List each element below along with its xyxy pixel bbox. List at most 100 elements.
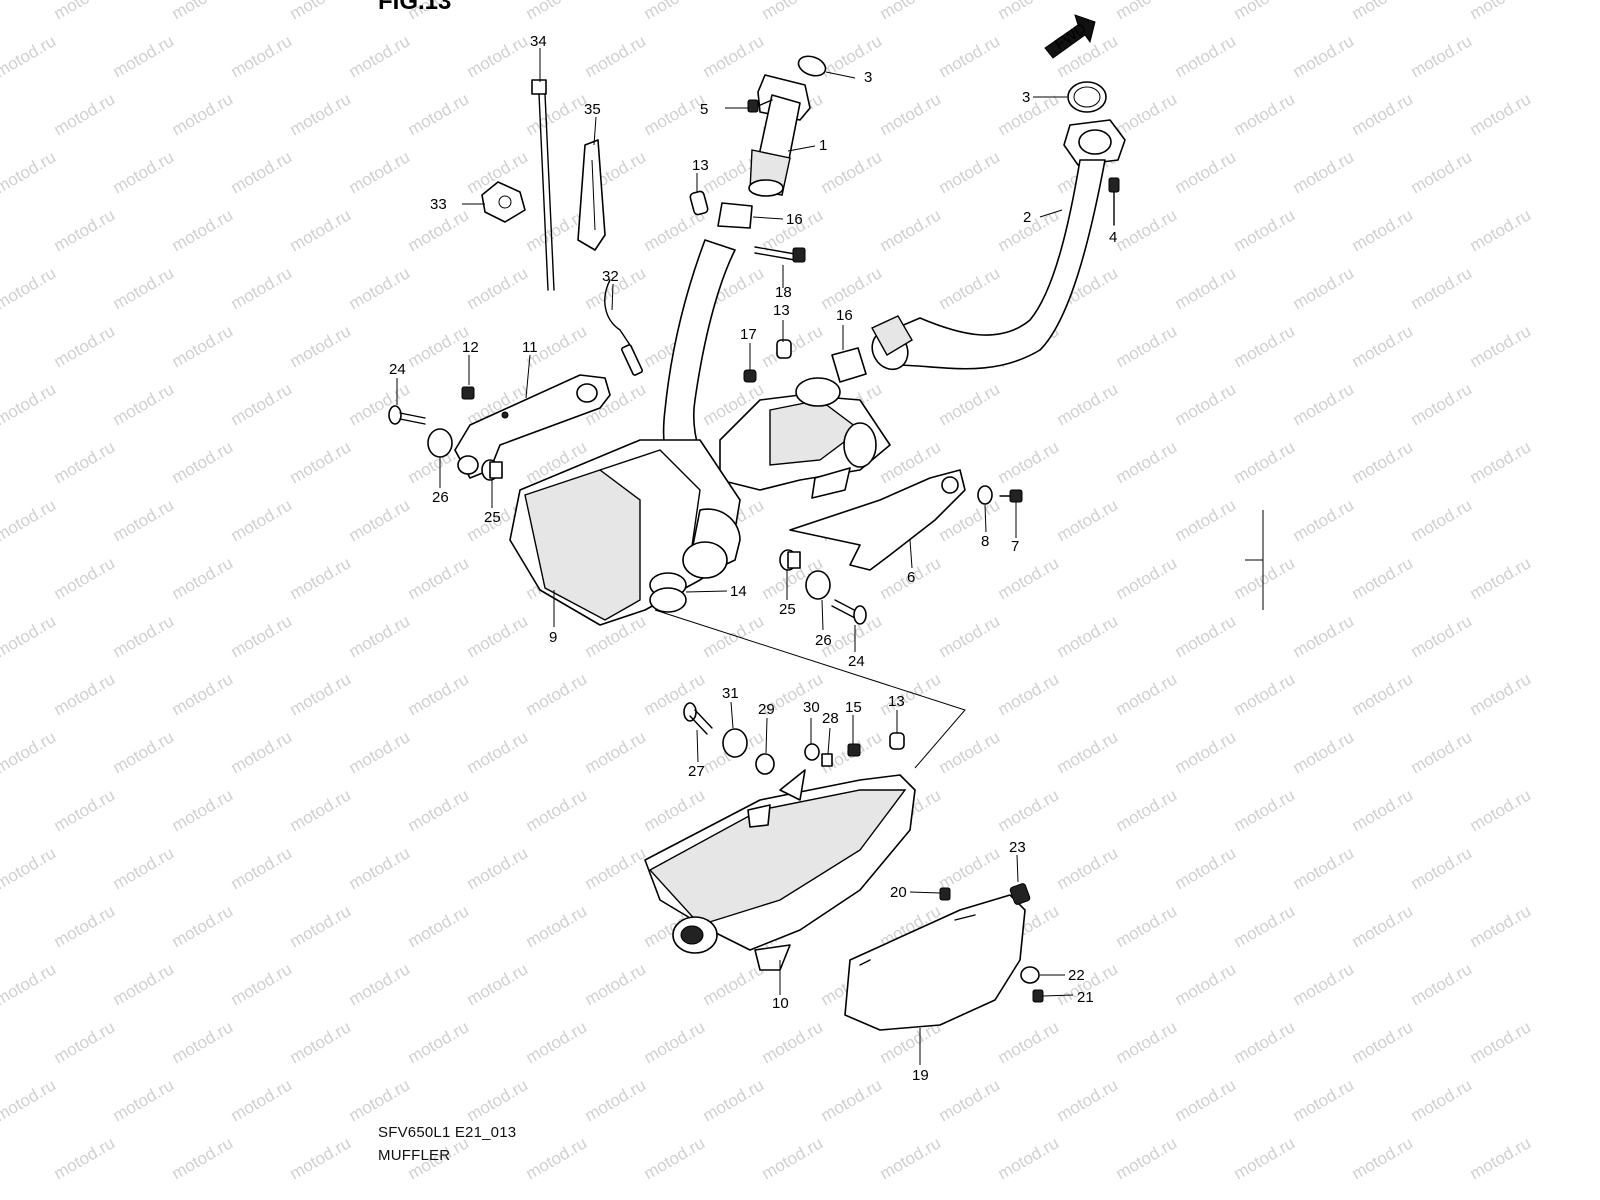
leader-lines	[396, 48, 1074, 1065]
watermark-text: motod.ru	[0, 843, 59, 893]
callout-10: 10	[772, 995, 789, 1012]
callout-30: 30	[803, 699, 820, 716]
watermark-text: motod.ru	[1290, 379, 1358, 429]
watermark-text: motod.ru	[169, 0, 237, 23]
callout-23: 23	[1009, 839, 1026, 856]
watermark-text: motod.ru	[169, 1017, 237, 1067]
watermark-text: motod.ru	[641, 1133, 709, 1183]
watermark-text: motod.ru	[1231, 785, 1299, 835]
callout-17: 17	[740, 326, 757, 343]
watermark-text: motod.ru	[1113, 669, 1181, 719]
watermark-text: motod.ru	[523, 89, 591, 139]
part-16-sleeve-middle	[831, 347, 867, 383]
watermark-text: motod.ru	[110, 495, 178, 545]
watermark-text: motod.ru	[169, 321, 237, 371]
watermark-text: motod.ru	[110, 147, 178, 197]
watermark-text: motod.ru	[818, 1075, 886, 1125]
watermark-text: motod.ru	[169, 1133, 237, 1183]
watermark-text: motod.ru	[523, 669, 591, 719]
watermark-text: motod.ru	[1467, 1017, 1535, 1067]
watermark-text: motod.ru	[1113, 553, 1181, 603]
watermark-text: motod.ru	[228, 495, 296, 545]
watermark-text: motod.ru	[287, 205, 355, 255]
watermark-text: motod.ru	[51, 785, 119, 835]
part-1-exhaust-pipe-section	[748, 74, 811, 197]
callout-32: 32	[602, 268, 619, 285]
watermark-text: motod.ru	[169, 205, 237, 255]
callout-35: 35	[584, 101, 601, 118]
watermark-text: motod.ru	[1231, 0, 1299, 23]
watermark-text: motod.ru	[110, 611, 178, 661]
watermark-text: motod.ru	[995, 0, 1063, 23]
watermark-text: motod.ru	[1113, 1017, 1181, 1067]
watermark-text: motod.ru	[1290, 611, 1358, 661]
callout-11: 11	[522, 339, 538, 356]
watermark-text: motod.ru	[405, 901, 473, 951]
watermark-text: motod.ru	[464, 263, 532, 313]
watermark-text: motod.ru	[936, 727, 1004, 777]
callout-25-right: 25	[779, 601, 796, 618]
watermark-text: motod.ru	[0, 959, 59, 1009]
watermark-text: motod.ru	[759, 1017, 827, 1067]
part-27-bolt	[683, 702, 713, 735]
watermark-text: motod.ru	[582, 843, 650, 893]
watermark-text: motod.ru	[0, 147, 59, 197]
watermark-text: motod.ru	[1113, 321, 1181, 371]
callout-31: 31	[722, 685, 739, 702]
part-17-bolt	[743, 369, 757, 383]
watermark-text: motod.ru	[228, 379, 296, 429]
watermark-text: motod.ru	[1467, 553, 1535, 603]
fwd-arrow-icon	[1044, 14, 1096, 59]
watermark-text: motod.ru	[346, 611, 414, 661]
watermark-text: motod.ru	[1467, 89, 1535, 139]
watermark-text: motod.ru	[877, 0, 945, 23]
watermark-text: motod.ru	[641, 0, 709, 23]
part-25-collar-left	[481, 459, 503, 481]
watermark-text: motod.ru	[1172, 1075, 1240, 1125]
watermark-text: motod.ru	[582, 1075, 650, 1125]
watermark-text: motod.ru	[1408, 1075, 1476, 1125]
watermark-text: motod.ru	[287, 321, 355, 371]
callout-6: 6	[907, 569, 915, 586]
watermark-text: motod.ru	[1349, 321, 1417, 371]
part-14-gasket	[649, 572, 687, 613]
watermark-text: motod.ru	[1467, 901, 1535, 951]
watermark-text: motod.ru	[346, 379, 414, 429]
watermark-text: motod.ru	[1113, 205, 1181, 255]
watermark-text: motod.ru	[1172, 147, 1240, 197]
watermark-text: motod.ru	[464, 843, 532, 893]
watermark-text: motod.ru	[51, 437, 119, 487]
part-28-nut	[821, 753, 833, 767]
part-18-bolt	[754, 246, 806, 263]
watermark-text: motod.ru	[228, 843, 296, 893]
watermark-text: motod.ru	[1231, 321, 1299, 371]
watermark-text: motod.ru	[1349, 901, 1417, 951]
watermark-text: motod.ru	[1408, 959, 1476, 1009]
callout-14: 14	[730, 583, 747, 600]
part-13-spacer-lower	[889, 732, 905, 750]
watermark-text: motod.ru	[287, 553, 355, 603]
watermark-text: motod.ru	[1113, 437, 1181, 487]
watermark-text: motod.ru	[110, 727, 178, 777]
watermark-text: motod.ru	[405, 785, 473, 835]
callout-1: 1	[819, 137, 827, 154]
watermark-text: motod.ru	[582, 959, 650, 1009]
watermark-text: motod.ru	[1290, 727, 1358, 777]
watermark-text: motod.ru	[818, 31, 886, 81]
watermark-text: motod.ru	[700, 959, 768, 1009]
watermark-text: motod.ru	[464, 727, 532, 777]
watermark-text: motod.ru	[523, 1133, 591, 1183]
watermark-text: motod.ru	[1172, 495, 1240, 545]
part-30-washer	[804, 743, 820, 761]
part-32-sensor	[604, 279, 644, 376]
watermark-text: motod.ru	[287, 89, 355, 139]
callout-16-upper: 16	[786, 211, 803, 228]
watermark-text: motod.ru	[700, 31, 768, 81]
watermark-text: motod.ru	[1290, 147, 1358, 197]
watermark-text: motod.ru	[995, 1017, 1063, 1067]
watermark-text: motod.ru	[1172, 31, 1240, 81]
callout-21: 21	[1077, 989, 1094, 1006]
watermark-text: motod.ru	[51, 89, 119, 139]
watermark-text: motod.ru	[228, 31, 296, 81]
watermark-text: motod.ru	[995, 437, 1063, 487]
